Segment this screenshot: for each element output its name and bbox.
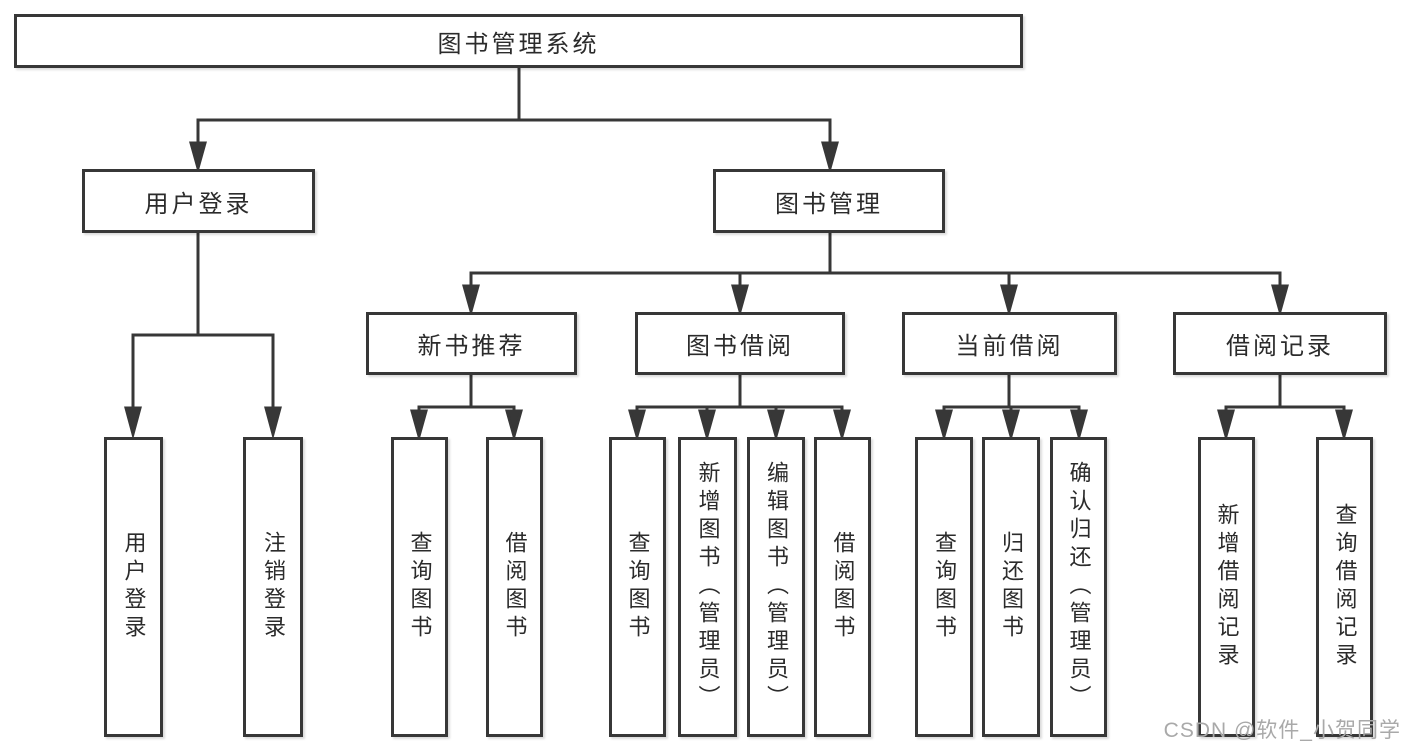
leaf-newbook-borrow-book: 借阅图书 [486, 437, 543, 737]
arrow-down-icon [1217, 409, 1235, 442]
arrow-down-icon [1070, 409, 1088, 442]
arrow-down-icon [628, 409, 646, 442]
node-book-borrowing: 图书借阅 [635, 312, 845, 375]
arrow-down-icon [833, 409, 851, 442]
node-user-login: 用户登录 [82, 169, 315, 233]
leaf-logout: 注销登录 [243, 437, 303, 737]
arrow-down-icon [505, 409, 523, 442]
leaf-current-return-book: 归还图书 [982, 437, 1040, 737]
arrow-down-icon [189, 141, 207, 174]
arrow-down-icon [935, 409, 953, 442]
leaf-borrow-borrow-book: 借阅图书 [814, 437, 871, 737]
arrow-down-icon [1271, 284, 1289, 317]
leaf-current-confirm-return-admin: 确认归还（管理员） [1050, 437, 1107, 737]
arrow-down-icon [1002, 409, 1020, 442]
node-book-management: 图书管理 [713, 169, 945, 233]
leaf-borrow-edit-book-admin: 编辑图书（管理员） [747, 437, 805, 737]
leaf-current-query-book: 查询图书 [915, 437, 973, 737]
arrow-down-icon [731, 284, 749, 317]
leaf-newbook-query-book: 查询图书 [391, 437, 448, 737]
arrow-down-icon [698, 409, 716, 442]
leaf-borrow-query-book: 查询图书 [609, 437, 666, 737]
leaf-records-add-record: 新增借阅记录 [1198, 437, 1255, 737]
arrow-down-icon [462, 284, 480, 317]
csdn-watermark: CSDN @软件_小贺同学 [1163, 719, 1401, 742]
arrow-down-icon [1000, 284, 1018, 317]
leaf-borrow-add-book-admin: 新增图书（管理员） [678, 437, 737, 737]
arrow-down-icon [767, 409, 785, 442]
leaf-records-query-record: 查询借阅记录 [1316, 437, 1373, 737]
node-library-management-system: 图书管理系统 [14, 14, 1023, 68]
arrow-down-icon [1335, 409, 1353, 442]
node-borrowing-records: 借阅记录 [1173, 312, 1387, 375]
node-current-borrowing: 当前借阅 [902, 312, 1117, 375]
leaf-user-login: 用户登录 [104, 437, 163, 737]
arrow-down-icon [821, 141, 839, 174]
arrow-down-icon [264, 406, 282, 440]
arrow-down-icon [410, 409, 428, 442]
node-new-book-recommendation: 新书推荐 [366, 312, 577, 375]
arrow-down-icon [124, 406, 142, 440]
